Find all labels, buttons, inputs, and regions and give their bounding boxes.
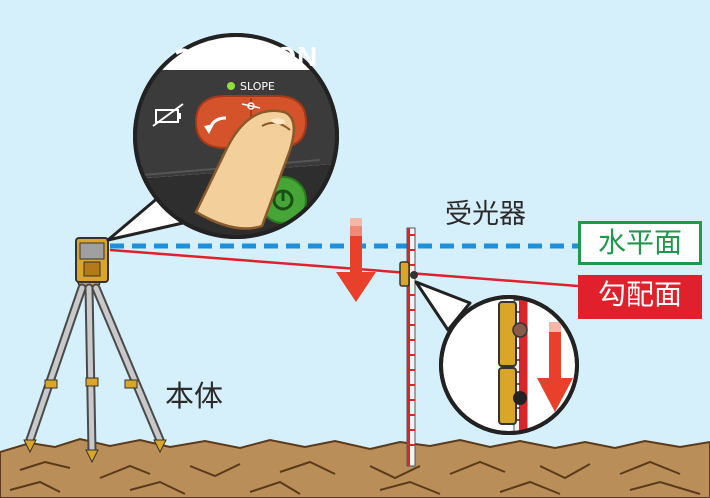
power-icon[interactable] (272, 189, 294, 211)
receiver-unit (399, 261, 418, 287)
slope-plane-line (109, 248, 579, 288)
down-arrow-icon (336, 218, 376, 302)
laser-instrument (75, 237, 109, 283)
receiver-inset (439, 295, 579, 435)
receiver-label: 受光器 (445, 199, 526, 230)
level-tilt-icon (241, 102, 261, 110)
arrow-left-icon[interactable] (204, 116, 227, 134)
battery-icon (152, 103, 184, 127)
finger (194, 109, 296, 230)
horizontal-plane-label: 水平面 (578, 221, 702, 265)
brand-swoosh (174, 48, 192, 57)
slope-indicator-label: SLOPE (240, 80, 275, 93)
tripod (23, 281, 167, 464)
ground (0, 437, 710, 498)
slope-plane-label: 勾配面 (578, 275, 702, 319)
receiver-staff (406, 227, 416, 467)
brand-logo: TOPCON (193, 41, 318, 72)
main-unit-label: 本体 (165, 379, 224, 413)
